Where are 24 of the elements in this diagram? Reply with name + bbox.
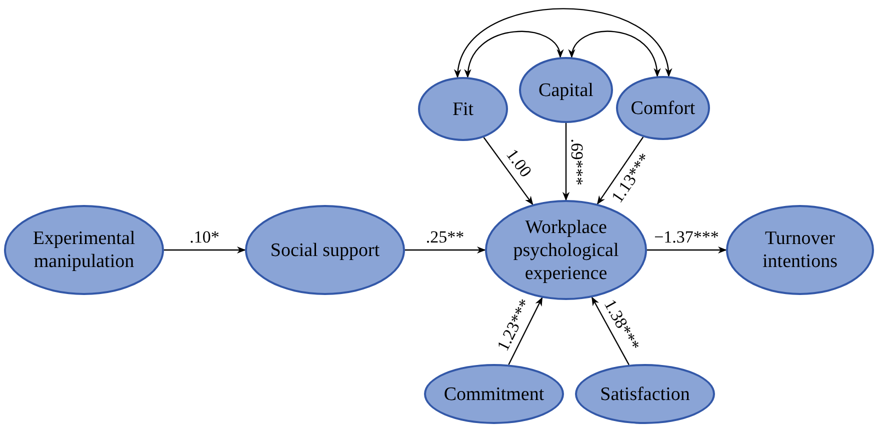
node-label: Satisfaction	[599, 382, 691, 406]
arrow	[483, 137, 534, 206]
node-label: Fit	[451, 98, 475, 120]
edge-label: .69***	[568, 138, 586, 185]
edge-label: 1.00	[503, 146, 534, 180]
edge-label: .10*	[190, 228, 220, 246]
arrow	[647, 246, 727, 254]
node-label: Experimental manipulation	[32, 227, 136, 273]
arrow	[562, 123, 570, 201]
node-label: Comfort	[630, 96, 696, 120]
edge-label: 1.23***	[494, 296, 534, 354]
arrow	[596, 136, 644, 205]
node-label: Turnover intentions	[762, 227, 838, 273]
edge-label: −1.37***	[654, 228, 719, 246]
arrow	[465, 30, 562, 78]
node-label: Capital	[538, 78, 594, 102]
node-label: Workplace psychological experience	[512, 216, 620, 284]
arrow	[405, 246, 486, 254]
edge-label: .25**	[426, 228, 464, 246]
arrow	[164, 246, 246, 254]
node-label: Commitment	[442, 382, 546, 406]
node-label: Social support	[269, 238, 381, 262]
arrow	[456, 8, 671, 78]
arrow	[570, 30, 660, 78]
